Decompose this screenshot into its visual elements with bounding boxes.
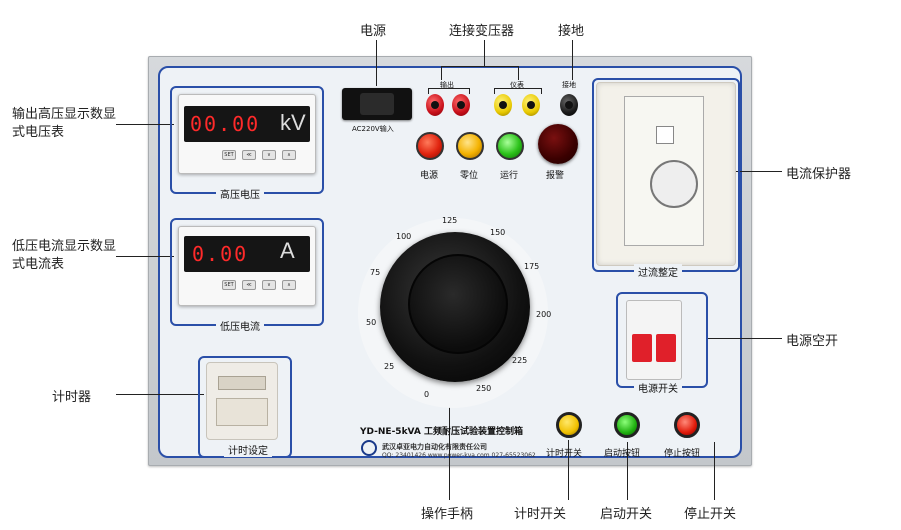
meter-terminal-2[interactable]	[522, 94, 540, 116]
output-group-label: 输出	[440, 81, 454, 89]
current-meter-down-button[interactable]: ∨	[262, 280, 276, 290]
callout-line-transformer	[484, 40, 485, 66]
ac-power-socket[interactable]	[342, 88, 412, 120]
output-terminal-2[interactable]	[452, 94, 470, 116]
current-meter-label: 低压电流	[216, 318, 264, 333]
run-lamp-label: 运行	[500, 171, 519, 181]
alarm-buzzer	[538, 124, 578, 164]
hv-meter-digits: 00.00	[190, 112, 261, 136]
hv-meter-down-button[interactable]: ∨	[262, 150, 276, 160]
power-indicator-lamp	[416, 132, 444, 160]
protector-dial[interactable]	[650, 160, 698, 208]
callout-hv-meter: 输出高压显示数显式电压表	[12, 107, 117, 140]
hv-meter-screen	[184, 106, 310, 142]
zero-indicator-lamp	[456, 132, 484, 160]
callout-line-stop	[714, 442, 715, 500]
timer-switch-button[interactable]	[556, 412, 582, 438]
timer-switch-label: 计时开关	[546, 449, 583, 459]
callout-stop-switch: 停止开关	[684, 507, 737, 522]
output-bracket	[428, 88, 470, 94]
callout-power-breaker: 电源空开	[786, 334, 839, 349]
meter-terminal-1[interactable]	[494, 94, 512, 116]
callout-line-transformer-right	[518, 66, 519, 80]
current-meter-shift-button[interactable]: ≪	[242, 280, 256, 290]
hv-meter-shift-button[interactable]: ≪	[242, 150, 256, 160]
callout-line-timer	[116, 394, 204, 395]
current-meter-up-button[interactable]: ∧	[282, 280, 296, 290]
dial-number: 25	[384, 362, 395, 371]
breaker-toggle-right[interactable]	[656, 334, 676, 362]
callout-ground: 接地	[558, 24, 585, 39]
callout-connect-transformer: 连接变压器	[449, 24, 515, 39]
company-contact: QQ: 23401426 www.power-kva.com 027-65523…	[382, 452, 536, 459]
hv-meter-set-button[interactable]: SET	[222, 150, 236, 160]
breaker-label: 电源开关	[634, 380, 682, 395]
start-button-label: 启动按钮	[604, 449, 641, 459]
power-lamp-label: 电源	[420, 171, 439, 181]
callout-power: 电源	[360, 24, 387, 39]
current-meter-digits: 0.00	[192, 242, 249, 266]
dial-number: 250	[476, 384, 492, 393]
hv-meter-label: 高压电压	[216, 186, 264, 201]
dial-number: 175	[524, 262, 540, 271]
callout-line-transformer-bar	[441, 66, 519, 67]
timer-label: 计时设定	[224, 442, 272, 457]
callout-line-power	[376, 40, 377, 86]
dial-number: 225	[512, 356, 528, 365]
start-button[interactable]	[614, 412, 640, 438]
callout-line-current	[116, 256, 174, 257]
device-model-title: YD-NE-5kVA 工频耐压试验装置控制箱	[360, 427, 524, 437]
dial-number: 150	[490, 228, 506, 237]
zero-lamp-label: 零位	[460, 171, 479, 181]
callout-current-meter: 低压电流显示数显式电流表	[12, 239, 117, 272]
hv-meter-unit: kV	[280, 110, 306, 135]
dial-number: 75	[370, 268, 381, 277]
stop-button[interactable]	[674, 412, 700, 438]
alarm-label: 报警	[546, 171, 565, 181]
current-meter-set-button[interactable]: SET	[222, 280, 236, 290]
protector-label: 过流整定	[634, 264, 682, 279]
callout-line-start	[627, 442, 628, 500]
run-indicator-lamp	[496, 132, 524, 160]
callout-line-timer-switch	[568, 440, 569, 500]
timer-frame	[198, 356, 292, 458]
callout-start-switch: 启动开关	[600, 507, 653, 522]
callout-line-handle	[449, 392, 450, 500]
socket-label: AC220V输入	[352, 125, 394, 133]
hv-meter-up-button[interactable]: ∧	[282, 150, 296, 160]
dial-number: 100	[396, 232, 412, 241]
breaker-toggle-left[interactable]	[632, 334, 652, 362]
timer-display	[218, 376, 266, 390]
callout-handle: 操作手柄	[421, 507, 474, 522]
callout-current-protector: 电流保护器	[786, 167, 852, 182]
dial-number: 50	[366, 318, 377, 327]
callout-timer: 计时器	[52, 390, 92, 405]
stop-button-label: 停止按钮	[664, 449, 701, 459]
output-terminal-1[interactable]	[426, 94, 444, 116]
current-meter-unit: A	[280, 238, 295, 263]
timer-dip-switches[interactable]	[216, 398, 268, 426]
handle-grip	[408, 254, 508, 354]
current-meter-screen	[184, 236, 310, 272]
meter-group-label: 仪表	[510, 81, 524, 89]
dial-number: 125	[442, 216, 458, 225]
dial-number: 200	[536, 310, 552, 319]
meter-bracket	[494, 88, 542, 94]
ground-terminal[interactable]	[560, 94, 578, 116]
ground-group-label: 接地	[562, 81, 576, 89]
callout-line-hv	[116, 124, 174, 125]
company-name: 武汉卓亚电力自动化有限责任公司	[382, 443, 487, 451]
company-logo-icon	[361, 440, 377, 456]
dial-number: 0	[424, 390, 430, 399]
callout-line-breaker	[706, 338, 782, 339]
protector-reset-window	[656, 126, 674, 144]
callout-timer-switch: 计时开关	[514, 507, 567, 522]
callout-line-protector	[698, 171, 782, 172]
callout-line-ground	[572, 40, 573, 80]
callout-line-transformer-left	[441, 66, 442, 80]
